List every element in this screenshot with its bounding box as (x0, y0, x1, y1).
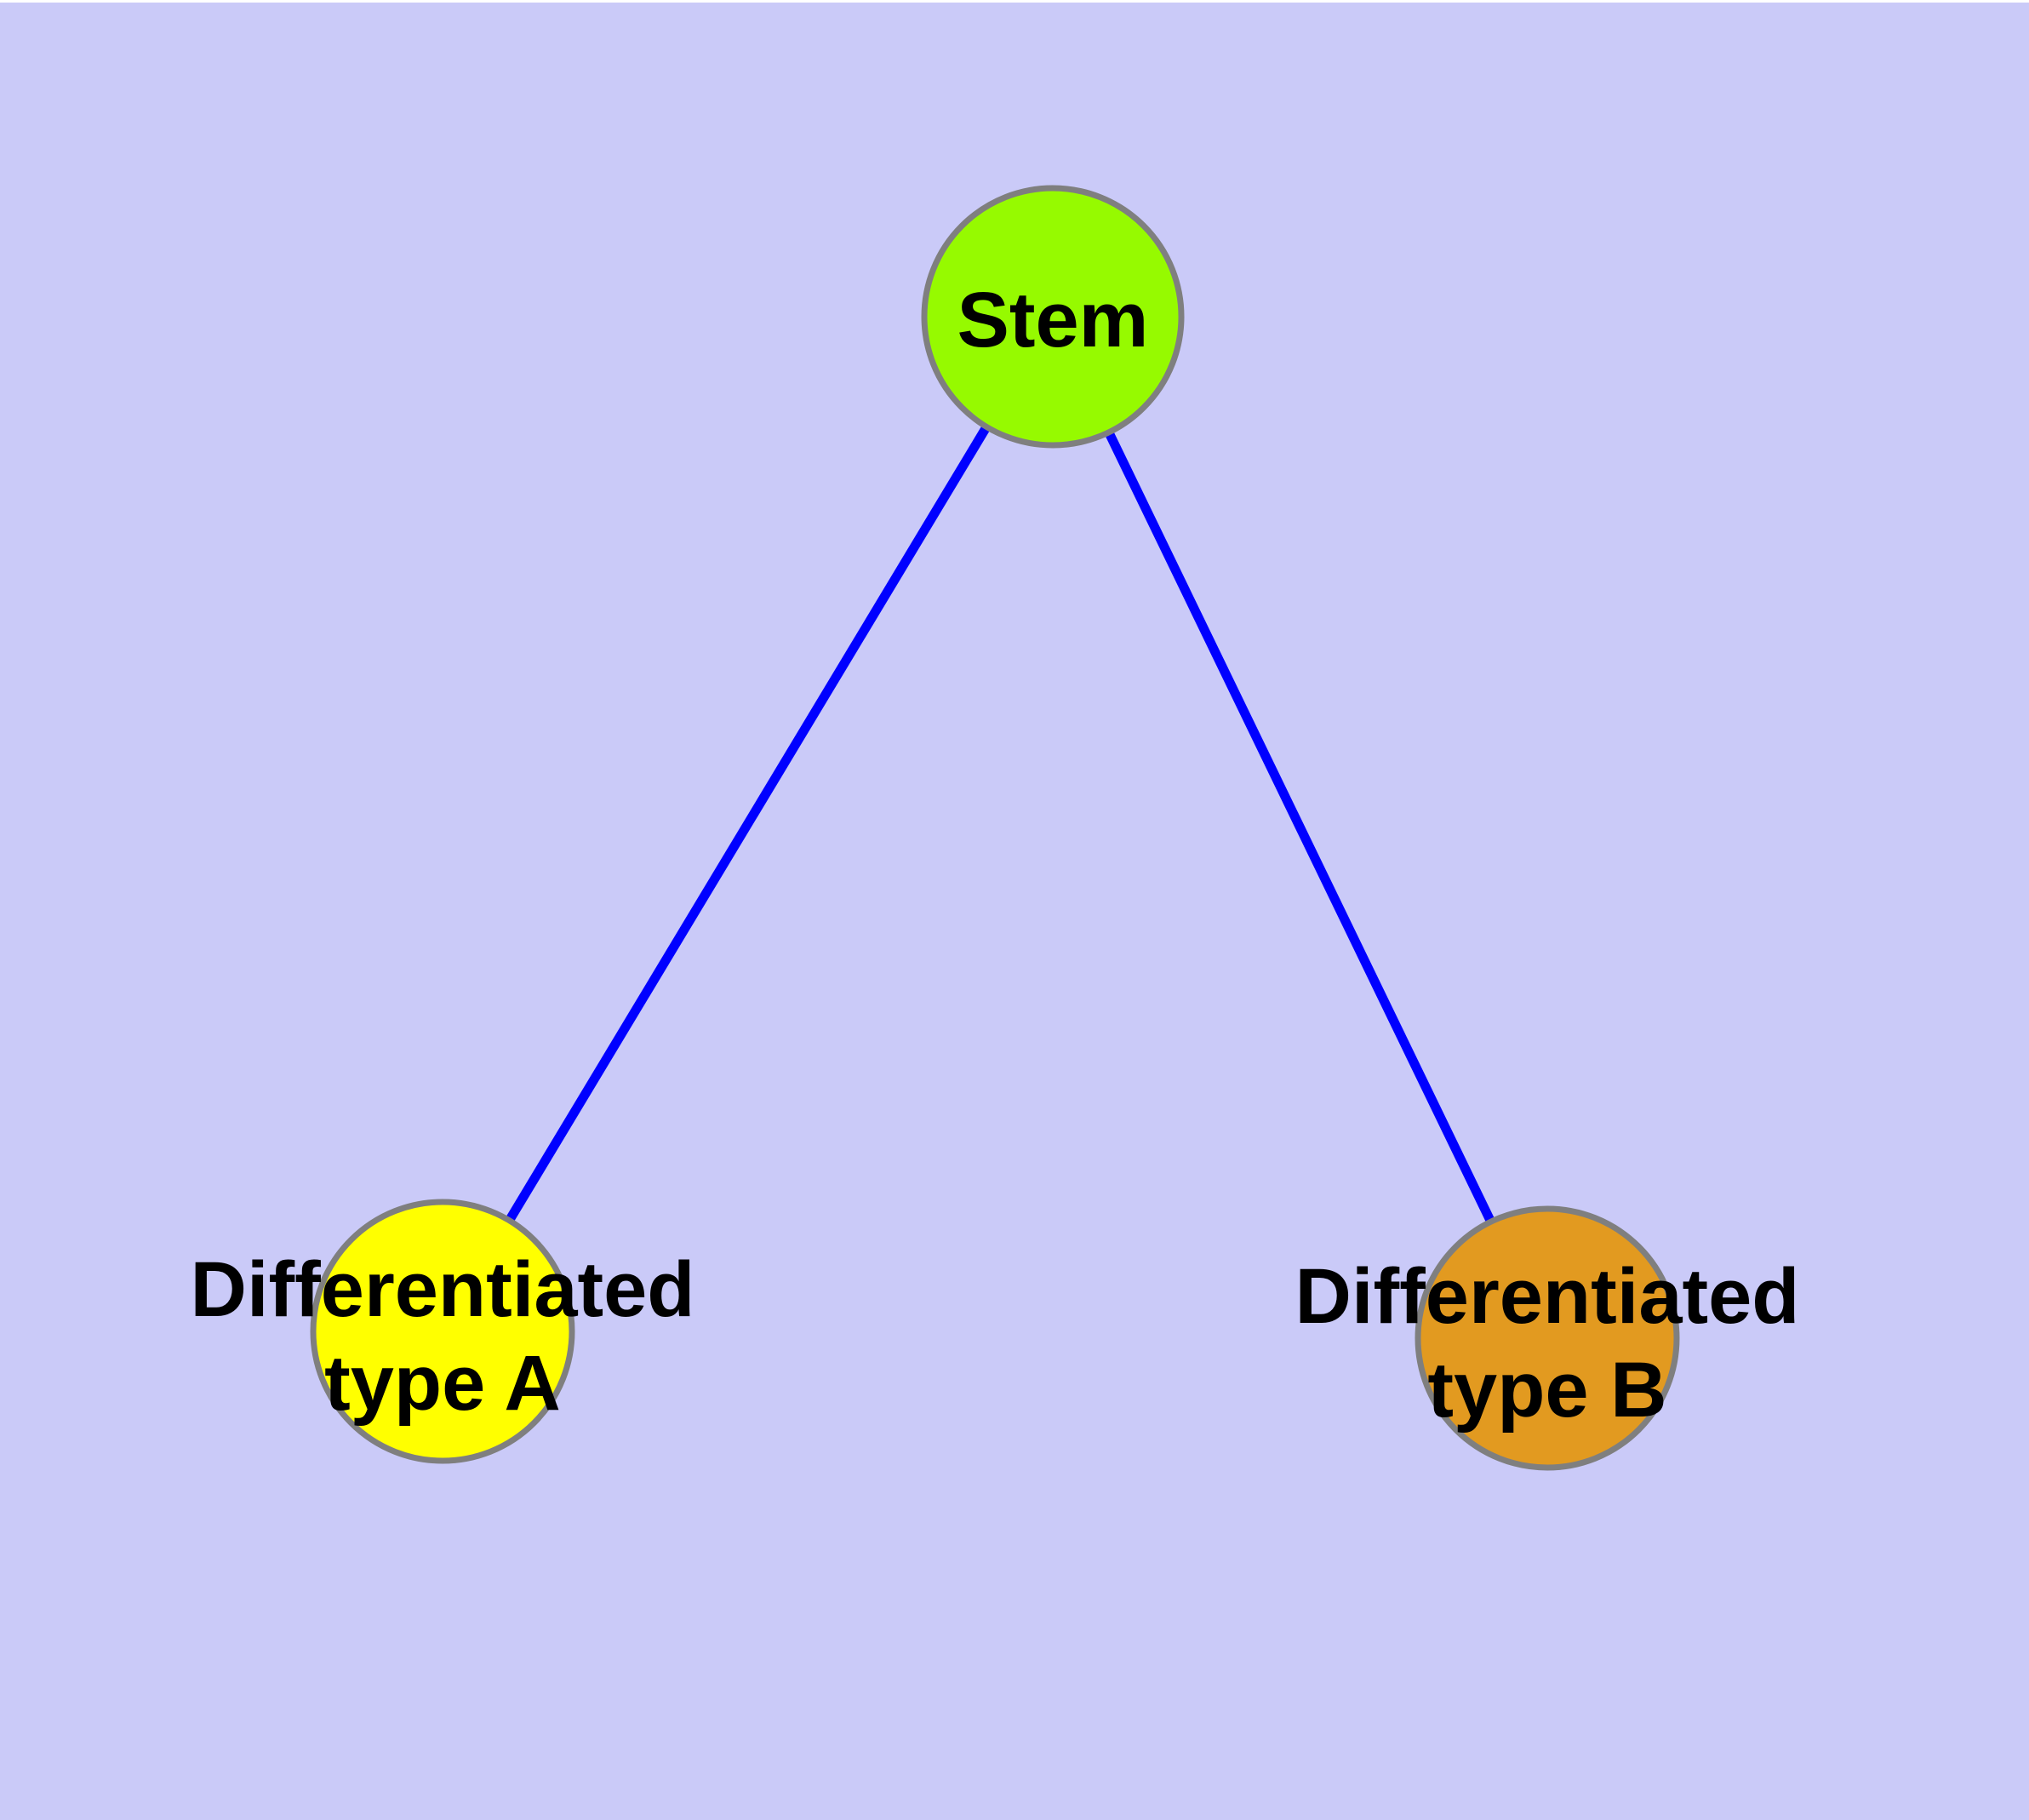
type-b-node-circle (1415, 1205, 1680, 1471)
type-a-node-circle (310, 1199, 575, 1464)
edge-stem-to-type-a (438, 314, 1057, 1334)
top-edge-strip (0, 0, 2029, 3)
node-stem: Stem (921, 185, 1185, 449)
type-a-label-line1: Differentiated (191, 1246, 695, 1333)
stem-node-circle (921, 185, 1185, 449)
edges (438, 314, 1552, 1341)
edge-stem-to-type-b (1049, 314, 1552, 1341)
stem-node-label: Stem (957, 277, 1149, 363)
stem-node-label-text: Stem (957, 277, 1149, 363)
type-b-label-line1: Differentiated (1295, 1253, 1800, 1340)
type-a-label-line2: type A (324, 1340, 561, 1427)
type-b-label-line2: type B (1427, 1347, 1666, 1434)
